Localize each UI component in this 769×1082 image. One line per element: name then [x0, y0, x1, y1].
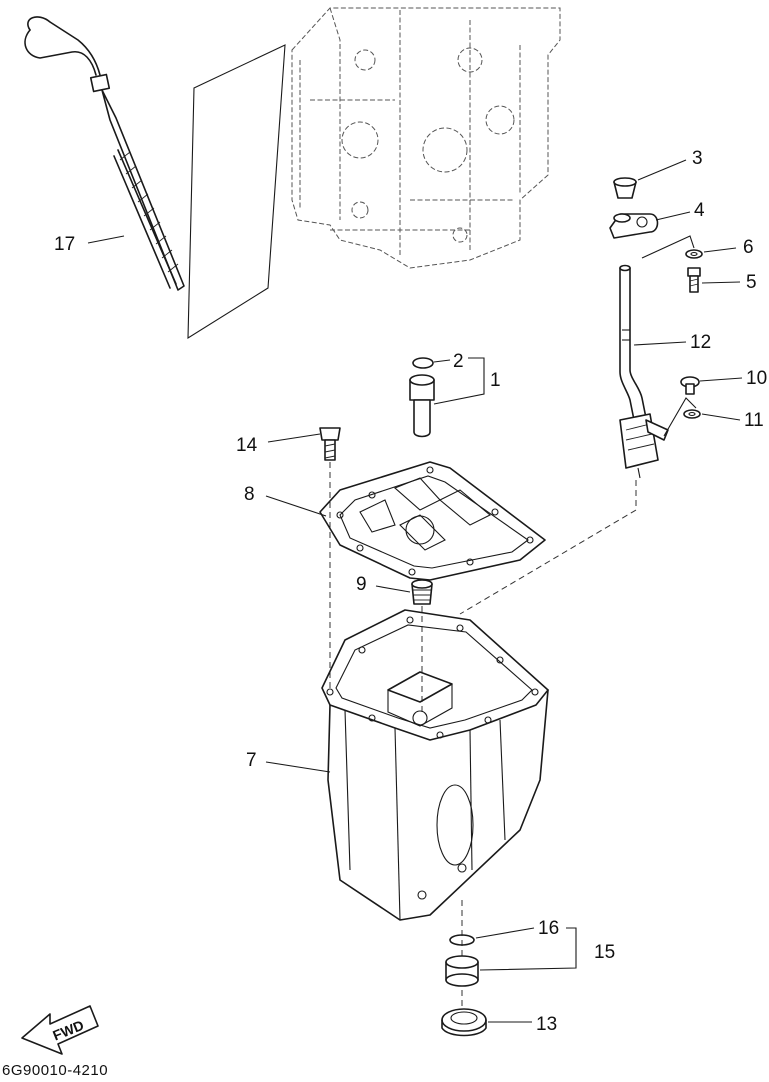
callout-3: 3 — [692, 148, 703, 169]
callout-4: 4 — [694, 200, 705, 221]
callout-10: 10 — [746, 368, 767, 389]
bracket-part-4 — [609, 213, 659, 239]
callout-5: 5 — [746, 272, 757, 293]
oil-pan-part-7 — [321, 609, 549, 921]
plug-part-1 — [409, 374, 435, 438]
gasket-part-8 — [319, 461, 546, 581]
gasket-part-13 — [441, 1008, 487, 1037]
callout-12: 12 — [690, 332, 711, 353]
engine-block-outline — [291, 7, 561, 269]
callout-15: 15 — [594, 942, 615, 963]
callout-9: 9 — [356, 574, 367, 595]
diagram-reference-code: 6G90010-4210 — [2, 1062, 109, 1079]
oring-part-16 — [449, 934, 475, 946]
dipstick-reference-box — [187, 44, 286, 340]
bolt-part-14 — [319, 427, 341, 461]
callout-11: 11 — [744, 410, 764, 431]
washer-part-11 — [683, 409, 701, 419]
callout-17: 17 — [54, 234, 75, 255]
drain-plug-part-15 — [445, 955, 479, 987]
callout-8: 8 — [244, 484, 255, 505]
callout-14: 14 — [236, 435, 258, 456]
cap-part-3 — [613, 177, 637, 199]
callout-7: 7 — [246, 750, 257, 771]
bolt-part-5 — [687, 267, 701, 293]
oring-part-2 — [412, 357, 434, 369]
callout-16: 16 — [538, 918, 559, 939]
callout-2: 2 — [453, 351, 464, 372]
callout-13: 13 — [536, 1014, 557, 1035]
dipstick-part-17 — [24, 16, 185, 291]
callout-6: 6 — [743, 237, 754, 258]
strainer-part-9 — [411, 579, 433, 605]
bolt-part-10 — [680, 376, 700, 395]
washer-part-6 — [685, 249, 703, 259]
callout-1: 1 — [490, 370, 501, 391]
fwd-arrow: FWD — [21, 1005, 99, 1055]
guide-tube-part-12 — [619, 264, 669, 479]
